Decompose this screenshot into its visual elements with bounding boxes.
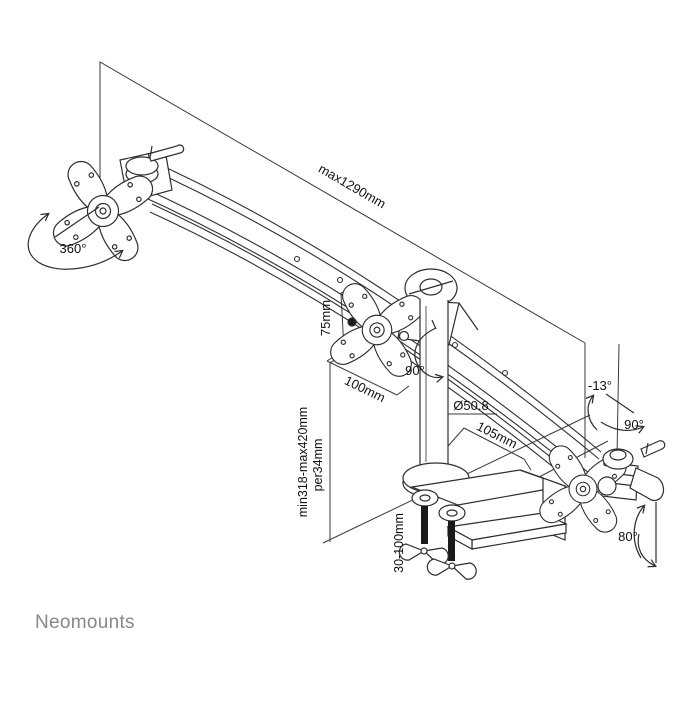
arrow-swivel-90	[600, 421, 646, 434]
pole	[420, 300, 448, 466]
wing-handle	[426, 558, 454, 576]
crossbar-hole	[451, 341, 459, 349]
crossbar-hole	[336, 276, 344, 284]
arrow-80-up	[633, 504, 646, 559]
center-knob-slot	[408, 280, 454, 295]
crossbar-hole	[293, 255, 301, 263]
clamp-rod	[421, 506, 428, 544]
right-mount	[537, 440, 666, 535]
right-joint	[597, 476, 617, 496]
left-lever	[147, 144, 185, 162]
arrow-tilt-13	[585, 394, 598, 431]
label-vesa-75: 75mm	[318, 300, 333, 336]
right-lever-pin	[645, 442, 649, 455]
left-lever-pin	[149, 145, 153, 159]
label-max-span: max1290mm	[316, 161, 389, 212]
clamp-rod	[448, 521, 455, 561]
desk-clamp	[398, 469, 568, 580]
arrow-80-down	[637, 533, 657, 568]
arrow-360	[27, 212, 124, 270]
label-swivel-90: 90°	[624, 417, 644, 432]
label-pole-diameter: Ø50.8	[453, 398, 488, 413]
arrow-pole-90	[414, 327, 445, 383]
label-tilt-80: 80°	[618, 529, 638, 544]
left-cylinder-top	[125, 156, 159, 176]
crossbar-hole	[501, 369, 509, 377]
dim-max-span	[99, 61, 586, 458]
center-mount	[327, 268, 479, 380]
wing-handle	[450, 562, 477, 580]
label-pole-90: 90°	[405, 363, 425, 378]
right-knob-top	[609, 449, 627, 461]
tilt-axis-line	[605, 393, 635, 414]
center-adjust-knob	[347, 317, 357, 327]
label-tilt-13: -13°	[588, 378, 612, 393]
dim-height-range	[329, 351, 347, 542]
right-lever	[640, 440, 666, 458]
brand-logo: Neomounts	[35, 612, 135, 633]
center-side-screw	[398, 330, 410, 342]
wing-handle	[398, 543, 426, 561]
right-handle	[629, 467, 665, 502]
label-height-step: per34mm	[311, 439, 325, 492]
label-vesa-100: 100mm	[342, 373, 388, 405]
label-height-range: min318-max420mm	[296, 407, 310, 517]
dim-tilt-leader	[616, 343, 620, 458]
label-rotation-360: 360°	[60, 241, 87, 256]
rotation-arrows	[27, 212, 657, 568]
label-clamp-range: 30-100mm	[392, 513, 406, 573]
